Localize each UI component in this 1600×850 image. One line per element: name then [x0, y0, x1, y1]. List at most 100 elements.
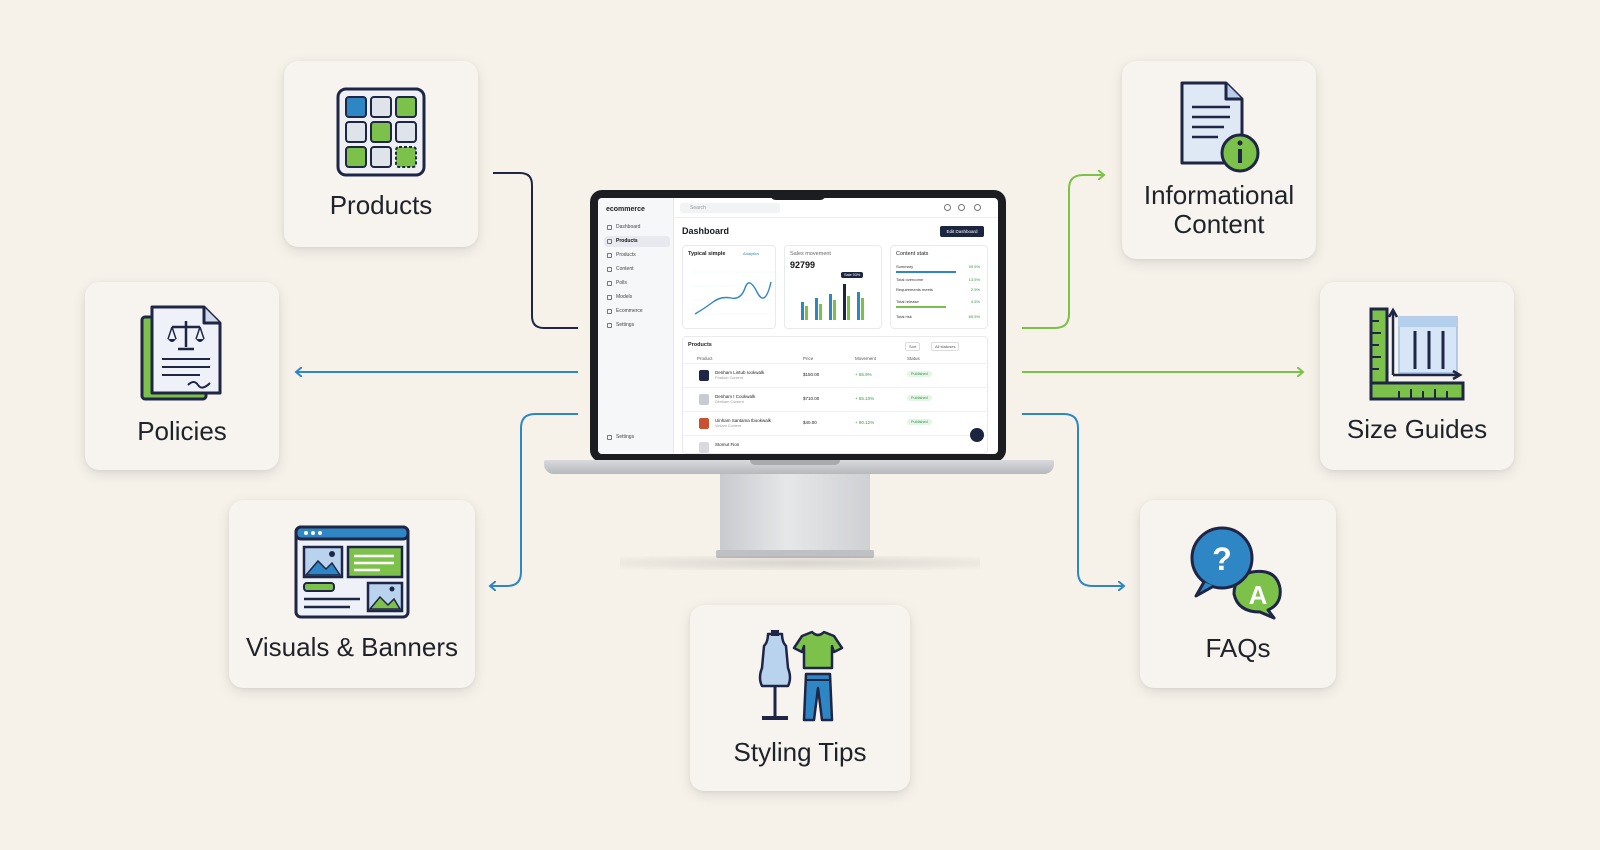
row-label: Summary — [896, 264, 914, 269]
dashboard-screen: ecommerce Dashboard Products Products Co… — [598, 198, 998, 454]
size-chart-ruler-icon — [1369, 307, 1465, 401]
size-guides-card[interactable]: Size Guides — [1320, 282, 1514, 470]
product-thumbnail — [699, 442, 709, 453]
avatar[interactable] — [974, 204, 981, 211]
nav-item-ecommerce[interactable]: Ecommerce — [604, 306, 670, 317]
dashboard-sidebar: ecommerce Dashboard Products Products Co… — [598, 198, 674, 454]
status-filter-select[interactable]: All statuses — [931, 342, 960, 351]
policies-card[interactable]: Policies — [85, 282, 279, 470]
row-label: Requirements meets — [896, 287, 933, 292]
informational-content-card[interactable]: Informational Content — [1122, 61, 1316, 259]
nav-label: Products — [616, 238, 638, 244]
product-price: $40.00 — [803, 420, 817, 425]
product-name: Stomut Fion — [715, 442, 740, 447]
products-card[interactable]: Products — [284, 61, 478, 247]
visuals-banners-label: Visuals & Banners — [246, 632, 458, 663]
product-thumbnail — [699, 370, 709, 381]
tag-icon — [607, 253, 612, 258]
product-movement: + 90.12% — [855, 420, 875, 425]
nav-label: Content — [616, 266, 634, 272]
faqs-label: FAQs — [1205, 633, 1271, 664]
styling-tips-card[interactable]: Styling Tips — [690, 605, 910, 791]
content-progress — [896, 271, 956, 273]
product-movement: + 65.10% — [855, 396, 875, 401]
product-thumbnail — [699, 394, 709, 405]
product-name: Denham Lintub Iookwalk — [715, 370, 765, 375]
column-header[interactable]: Product — [697, 356, 713, 361]
nav-item-models[interactable]: Models — [604, 292, 670, 303]
column-header[interactable]: Status — [907, 356, 920, 361]
faqs-card[interactable]: ? A FAQs — [1140, 500, 1336, 688]
traffic-badge[interactable]: Analytics — [743, 251, 760, 256]
column-header[interactable]: Movement — [855, 356, 877, 361]
row-value: 59.5% — [968, 264, 980, 269]
sort-button[interactable]: Sort — [905, 342, 921, 351]
nav-label: Settings — [616, 322, 635, 328]
table-row[interactable]: Uinham Santama Ibookwalk Vintam Content … — [683, 411, 989, 435]
row-label: Total release — [896, 299, 919, 304]
content-row: Total release 4.5% — [896, 299, 980, 304]
traffic-title: Typical simple — [688, 251, 726, 257]
product-thumbnail — [699, 418, 709, 429]
laptop-stand-foot — [716, 550, 874, 558]
nav-label: Ecommerce — [616, 308, 643, 314]
products-table: Products Sort All statuses Product Price… — [682, 336, 989, 454]
product-movement: + 65.9% — [855, 372, 872, 377]
nav-item-dashboard[interactable]: Dashboard — [604, 222, 670, 233]
laptop-base — [544, 460, 1054, 474]
nav-item-settings-footer[interactable]: Settings — [604, 432, 670, 443]
sales-tooltip: Sale 93% — [841, 272, 864, 278]
model-icon — [607, 295, 612, 300]
mannequin-clothing-icon — [758, 630, 844, 722]
nav-item-products[interactable]: Products — [604, 236, 670, 247]
gear-icon — [607, 323, 612, 328]
row-value: 4.5% — [970, 299, 980, 304]
settings-icon[interactable] — [944, 204, 951, 211]
nav-item-polls[interactable]: Polls — [604, 278, 670, 289]
nav-item-settings[interactable]: Settings — [604, 320, 670, 331]
dashboard-topbar: Search — [674, 198, 998, 218]
chat-bubble-icon[interactable] — [970, 428, 984, 442]
informational-content-label: Informational Content — [1143, 179, 1295, 239]
content-row: Summary 59.5% — [896, 264, 980, 269]
banner-layout-icon — [294, 525, 410, 619]
row-value: 13.5% — [968, 277, 980, 282]
bell-icon[interactable] — [958, 204, 965, 211]
row-value: 2.5% — [970, 287, 980, 292]
visuals-banners-card[interactable]: Visuals & Banners — [229, 500, 475, 688]
sales-panel: Sales movement 92799 Sale 93% — [784, 245, 882, 329]
dashboard-icon — [607, 225, 612, 230]
faq-chat-bubbles-icon: ? A — [1190, 526, 1282, 620]
products-label: Products — [329, 190, 433, 221]
brand-logo: ecommerce — [606, 206, 645, 213]
status-badge: Published — [907, 395, 932, 401]
gear-icon — [607, 435, 612, 440]
nav-label: Models — [616, 294, 633, 300]
grid-icon — [607, 239, 612, 244]
laptop-shadow — [620, 556, 980, 570]
content-progress — [896, 306, 946, 308]
search-input[interactable]: Search — [680, 203, 780, 213]
connector-faqs — [1022, 413, 1124, 586]
column-header[interactable]: Price — [803, 356, 814, 361]
product-category: Denham Content — [715, 400, 744, 404]
laptop-dashboard: ecommerce Dashboard Products Products Co… — [540, 190, 1060, 570]
document-info-icon — [1180, 81, 1260, 173]
product-name: Denham I Cookwalk — [715, 394, 756, 399]
connector-visuals — [490, 413, 578, 586]
sales-value: 92799 — [790, 260, 816, 270]
laptop-base-groove — [750, 460, 840, 465]
table-row[interactable]: Stomut Fion — [683, 435, 989, 454]
table-row[interactable]: Denham Lintub Iookwalk Position Content … — [683, 363, 989, 387]
edit-dashboard-button[interactable]: Edit Dashboard — [940, 226, 984, 237]
poll-icon — [607, 281, 612, 286]
nav-item-content[interactable]: Content — [604, 264, 670, 275]
table-row[interactable]: Denham I Cookwalk Denham Content $710.00… — [683, 387, 989, 411]
nav-label: Settings — [616, 434, 635, 440]
nav-item-products-2[interactable]: Products — [604, 250, 670, 261]
